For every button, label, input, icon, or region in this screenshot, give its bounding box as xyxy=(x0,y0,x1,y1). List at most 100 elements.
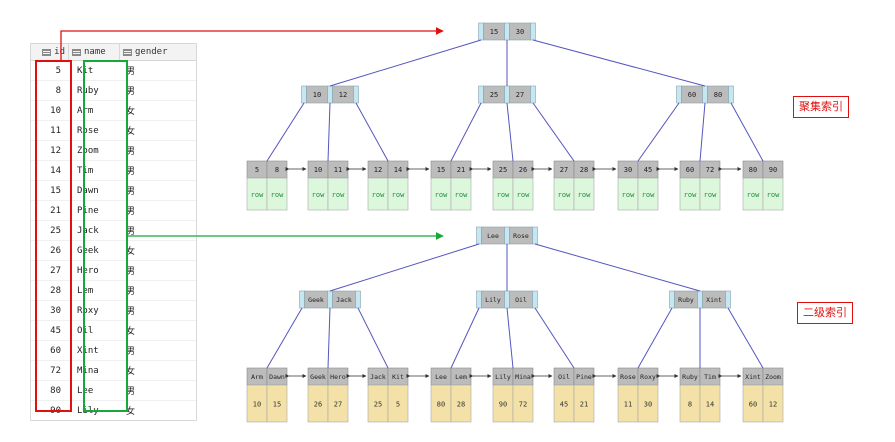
row-cell-label: row xyxy=(271,191,284,199)
tree-edge xyxy=(327,307,331,369)
pointer-cell xyxy=(476,290,482,309)
id-cell-label: 60 xyxy=(749,401,757,409)
leaf-key-label: Arm xyxy=(251,373,263,381)
key-label: 80 xyxy=(714,91,722,99)
column-header-label: gender xyxy=(135,47,168,57)
key-label: 27 xyxy=(516,91,524,99)
leaf-key-label: 30 xyxy=(624,166,632,174)
id-cell xyxy=(387,384,409,423)
key-label: Jack xyxy=(336,296,352,304)
row-cell-label: row xyxy=(332,191,345,199)
gender-cell: 男 xyxy=(126,307,136,317)
pointer-cell xyxy=(530,22,536,41)
column-header-id[interactable]: id xyxy=(31,44,69,60)
leaf-key-label: 72 xyxy=(706,166,714,174)
key-label: Geek xyxy=(308,296,324,304)
leaf-key-label: Rose xyxy=(620,373,636,381)
key-column-icon xyxy=(42,48,52,56)
pointer-cell xyxy=(504,290,510,309)
pointer-cell xyxy=(504,22,510,41)
id-cell: 21 xyxy=(50,205,61,216)
name-cell: Ruby xyxy=(77,85,99,96)
tree-edge xyxy=(329,39,482,87)
column-header-gender[interactable]: gender xyxy=(120,44,196,60)
leaf-key-label: 60 xyxy=(686,166,694,174)
id-cell-label: 80 xyxy=(437,401,445,409)
gender-cell: 男 xyxy=(126,67,136,77)
leaf-key-label: 14 xyxy=(394,166,402,174)
column-header-name[interactable]: name xyxy=(69,44,120,60)
key-label: 15 xyxy=(490,28,498,36)
name-cell: Zoom xyxy=(77,145,99,156)
id-cell: 72 xyxy=(50,365,61,376)
pointer-cell xyxy=(478,22,484,41)
id-cell: 15 xyxy=(50,185,61,196)
leaf-key-label: 27 xyxy=(560,166,568,174)
row-cell-label: row xyxy=(642,191,655,199)
id-cell-label: 10 xyxy=(253,401,261,409)
tree-edge xyxy=(699,102,706,162)
row-cell-label: row xyxy=(767,191,780,199)
row-cell-label: row xyxy=(392,191,405,199)
gender-cell: 女 xyxy=(126,367,136,377)
tree-edge xyxy=(355,102,389,162)
leaf-key-label: Ruby xyxy=(682,373,698,381)
tree-edge xyxy=(534,307,575,369)
id-cell-label: 90 xyxy=(499,401,507,409)
leaf-key-label: Lee xyxy=(435,373,447,381)
pointer-cell xyxy=(327,85,333,104)
tree-edge xyxy=(450,102,482,162)
row-cell-label: row xyxy=(372,191,385,199)
id-cell xyxy=(450,384,472,423)
gender-cell: 女 xyxy=(126,247,136,257)
id-cell-label: 12 xyxy=(769,401,777,409)
key-label: 25 xyxy=(490,91,498,99)
secondary-index-label: 二级索引 xyxy=(797,302,853,324)
row-cell xyxy=(637,177,659,211)
tree-edge xyxy=(450,307,480,369)
pointer-cell xyxy=(532,290,538,309)
leaf-key-label: 12 xyxy=(374,166,382,174)
column-icon xyxy=(123,48,132,56)
leaf-key-label: Roxy xyxy=(640,373,656,381)
column-icon xyxy=(72,48,81,56)
pointer-cell xyxy=(504,226,510,245)
leaf-key-label: 26 xyxy=(519,166,527,174)
tree-edge xyxy=(329,243,480,292)
id-column-highlight xyxy=(35,60,72,412)
leaf-key-label: Hero xyxy=(330,373,346,381)
gender-cell: 男 xyxy=(126,287,136,297)
row-cell-label: row xyxy=(517,191,530,199)
pointer-cell xyxy=(725,290,731,309)
pointer-cell xyxy=(504,85,510,104)
name-cell: Lee xyxy=(77,385,94,396)
id-cell: 12 xyxy=(50,145,61,156)
id-cell xyxy=(573,384,595,423)
id-cell-label: 5 xyxy=(396,401,400,409)
name-column-highlight xyxy=(83,60,128,412)
leaf-key-label: Lily xyxy=(495,373,511,381)
row-cell-label: row xyxy=(251,191,264,199)
id-cell-label: 72 xyxy=(519,401,527,409)
pointer-cell xyxy=(353,85,359,104)
id-cell: 60 xyxy=(50,345,61,356)
